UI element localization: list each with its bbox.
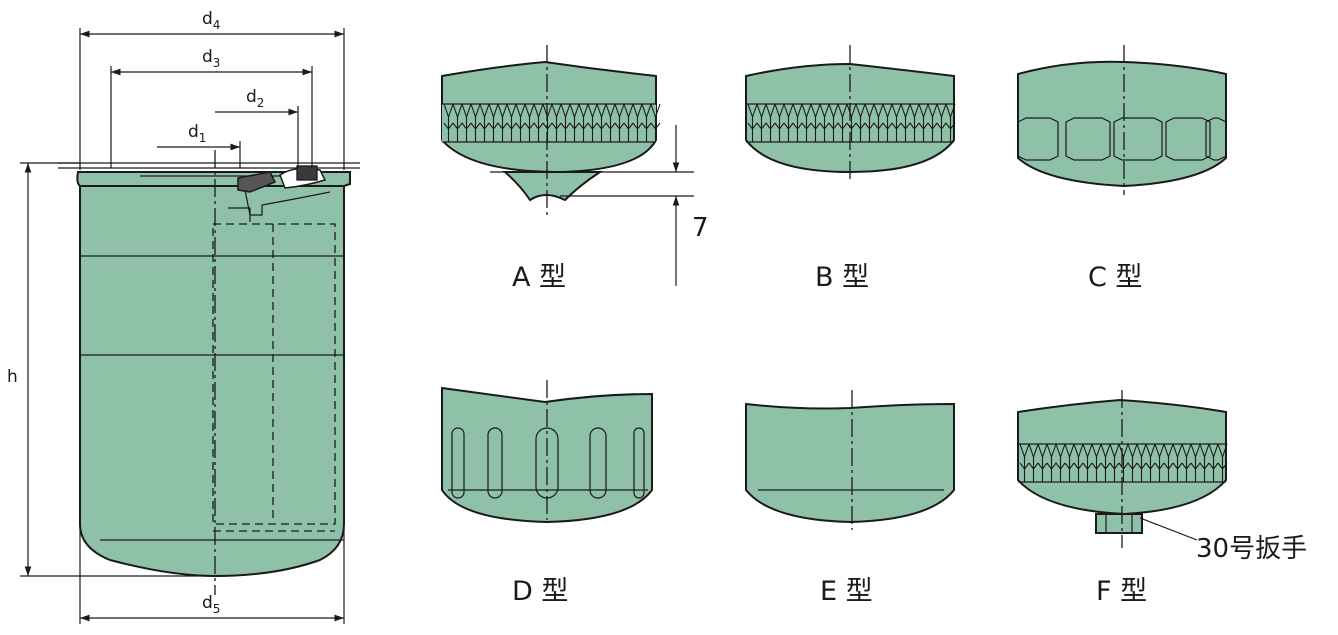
type-b-view: B 型 bbox=[745, 45, 956, 293]
wrench-note: 30号扳手 bbox=[1196, 534, 1307, 564]
dim-d2-label: d2 bbox=[246, 87, 264, 110]
filter-body bbox=[79, 176, 345, 578]
type-e-label: E 型 bbox=[820, 576, 873, 607]
dim-7-label: 7 bbox=[692, 213, 709, 243]
dim-d3-label: d3 bbox=[202, 47, 220, 70]
type-a-label: A 型 bbox=[512, 262, 566, 293]
type-c-label: C 型 bbox=[1088, 262, 1142, 293]
inner-element-hidden bbox=[212, 223, 336, 525]
type-a-view: 7 A 型 bbox=[441, 45, 709, 293]
wrench-leader bbox=[1139, 517, 1198, 541]
type-f-label: F 型 bbox=[1096, 576, 1147, 607]
main-filter-view: d4 d3 d2 d1 h d5 bbox=[7, 9, 360, 624]
type-f-view: 30号扳手 F 型 bbox=[1017, 390, 1307, 607]
dim-d1-label: d1 bbox=[188, 122, 206, 145]
seal-section bbox=[228, 165, 331, 222]
dim-d5-label: d5 bbox=[202, 593, 220, 616]
type-b-label: B 型 bbox=[815, 262, 869, 293]
type-c-view: C 型 bbox=[1017, 45, 1227, 293]
dim-d4-label: d4 bbox=[202, 9, 220, 32]
wrench-boss bbox=[1095, 513, 1143, 534]
type-e-view: E 型 bbox=[745, 390, 955, 607]
type-d-view: D 型 bbox=[441, 380, 653, 607]
type-d-label: D 型 bbox=[512, 576, 568, 607]
dim-h-label: h bbox=[7, 367, 18, 387]
